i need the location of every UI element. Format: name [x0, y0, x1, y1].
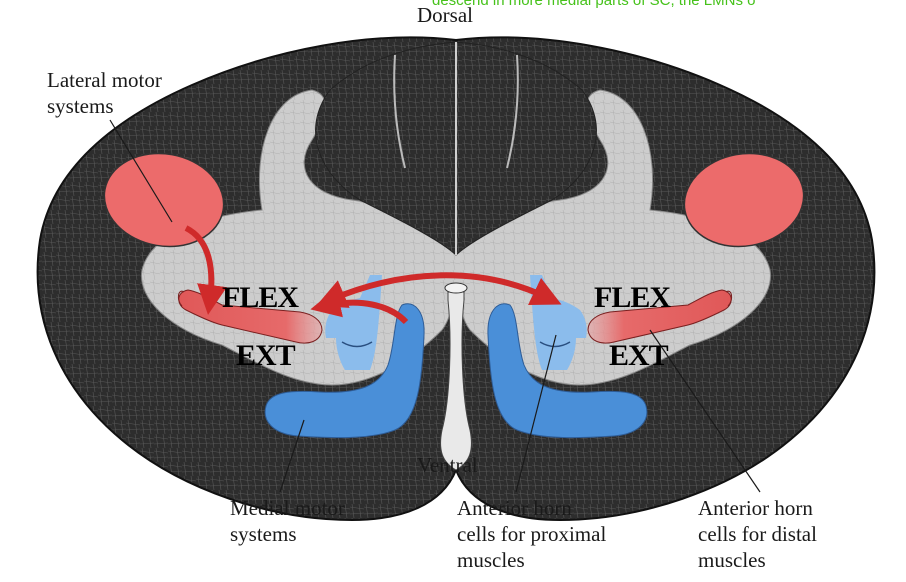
distal-limb-right	[587, 289, 733, 344]
lateral-motor-tract-left	[103, 152, 225, 248]
leader-lateral	[109, 119, 173, 223]
label-flex-left: FLEX	[222, 281, 299, 314]
label-ah-distal-3: muscles	[698, 548, 766, 572]
label-dorsal: Dorsal	[417, 3, 473, 27]
label-ah-proximal-3: muscles	[457, 548, 525, 572]
central-canal	[444, 282, 468, 294]
label-ext-left: EXT	[236, 339, 296, 372]
overlay-caption: descend in more medial parts of SC, the …	[432, 0, 756, 9]
label-lateral-motor-1: Lateral motor	[47, 68, 162, 92]
label-ah-distal-1: Anterior horn	[698, 496, 813, 520]
medial-motor-tract-left	[264, 303, 425, 439]
leader-medial	[279, 419, 305, 493]
label-ah-proximal-2: cells for proximal	[457, 522, 607, 546]
label-flex-right: FLEX	[594, 281, 671, 314]
label-ventral: Ventral	[417, 453, 478, 477]
dorsal-intermediate-septum-left	[393, 54, 406, 169]
leader-ah-proximal	[515, 334, 557, 493]
label-medial-motor-2: systems	[230, 522, 297, 546]
ventral-median-fissure	[440, 291, 472, 471]
arrow-lateral-to-horn-left	[184, 225, 227, 315]
label-lateral-motor-2: systems	[47, 94, 114, 118]
label-ext-right: EXT	[609, 339, 669, 372]
arrow-medial-to-horn	[310, 288, 409, 325]
label-ah-distal-2: cells for distal	[698, 522, 817, 546]
label-medial-motor-1: Medial motor	[230, 496, 345, 520]
lateral-motor-tract-right	[683, 152, 805, 248]
dorsal-intermediate-septum-right	[506, 54, 519, 169]
label-ah-proximal-1: Anterior horn	[457, 496, 572, 520]
leader-ah-distal	[649, 329, 761, 493]
arrow-crossing	[316, 272, 562, 308]
medial-motor-tract-right	[487, 303, 648, 439]
